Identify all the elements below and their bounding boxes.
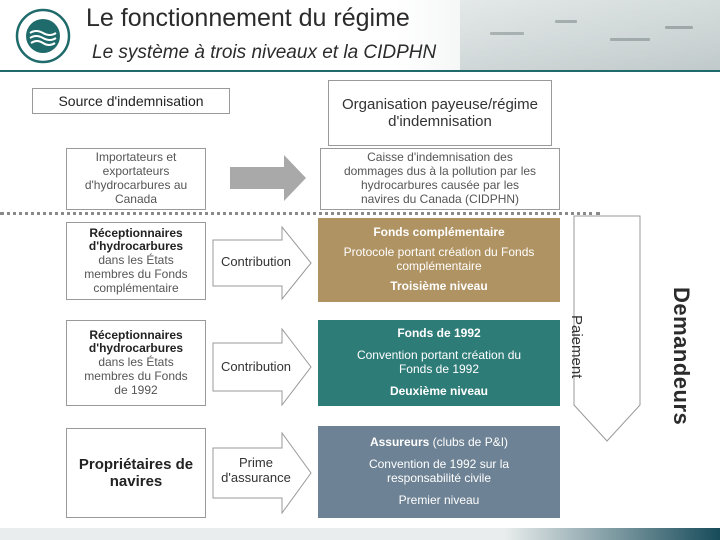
arrow-down-icon — [573, 215, 641, 442]
insurers-box: Assureurs (clubs de P&I) Convention de 1… — [318, 426, 560, 518]
fund-line: Convention de 1992 sur la — [368, 457, 510, 472]
arrow-right-icon — [212, 226, 312, 300]
organisation-label: Organisation payeuse/régime d'indemnisat… — [328, 80, 552, 146]
premium-line: Prime — [239, 455, 273, 470]
page-subtitle: Le système à trois niveaux et la CIDPHN — [92, 42, 437, 63]
dotted-separator — [0, 212, 600, 215]
source-label: Source d'indemnisation — [32, 88, 230, 114]
importers-box: Importateurs et exportateurs d'hydrocarb… — [66, 148, 206, 210]
arrow-right-icon — [212, 328, 312, 406]
box-line-bold: Propriétaires de — [78, 455, 194, 473]
cidphn-box: Caisse d'indemnisation des dommages dus … — [320, 148, 560, 210]
receivers-1992-box: Réceptionnaires d'hydrocarbures dans les… — [66, 320, 206, 406]
box-line: membres du Fonds — [84, 266, 188, 281]
fund-line: Convention portant création du — [356, 348, 522, 363]
fund-line: complémentaire — [396, 259, 482, 273]
box-line-bold: Réceptionnaires — [89, 225, 183, 240]
box-line: d'hydrocarbures au — [84, 178, 188, 192]
footer-bar — [0, 528, 720, 540]
box-line-bold: d'hydrocarbures — [88, 239, 184, 254]
ship-silhouette — [665, 26, 693, 29]
box-line-bold: navires — [109, 473, 163, 490]
tier-level: Deuxième niveau — [389, 383, 489, 398]
box-line: dommages dus à la pollution par les — [343, 164, 537, 179]
contribution-label: Contribution — [220, 359, 292, 374]
premium-label: Prime d'assurance — [214, 455, 298, 486]
fund-title: Fonds complémentaire — [373, 225, 505, 240]
fund-line: responsabilité civile — [386, 471, 492, 485]
payment-label: Paiement — [568, 315, 585, 379]
tier-level: Premier niveau — [398, 492, 480, 507]
fund-1992-box: Fonds de 1992 Convention portant créatio… — [318, 320, 560, 406]
tier-level: Troisième niveau — [390, 278, 488, 293]
box-line: Importateurs et — [95, 150, 177, 165]
arrow-right-icon — [212, 432, 312, 514]
arrow-right-icon — [230, 155, 306, 201]
fund-line: Protocole portant création du Fonds — [343, 245, 535, 260]
box-line: Canada — [114, 191, 158, 206]
box-line: membres du Fonds — [84, 368, 188, 383]
box-line: navires du Canada (CIDPHN) — [360, 191, 520, 206]
box-line: dans les États — [98, 253, 174, 268]
header-band: Le fonctionnement du régime Le système à… — [0, 0, 720, 70]
ship-silhouette — [490, 32, 524, 35]
box-line: exportateurs — [102, 164, 170, 179]
ship-silhouette — [610, 38, 650, 41]
box-line: hydrocarbures causée par les — [360, 178, 520, 192]
header-rule — [0, 70, 720, 72]
box-line: complémentaire — [93, 280, 179, 295]
box-line: de 1992 — [114, 382, 158, 397]
header-photo-harbour — [460, 0, 720, 70]
fund-title: Fonds de 1992 — [397, 326, 481, 341]
fund-line: Fonds de 1992 — [398, 362, 480, 376]
box-line-bold: d'hydrocarbures — [88, 341, 184, 356]
claimants-label: Demandeurs — [669, 287, 694, 426]
supplementary-fund-box: Fonds complémentaire Protocole portant c… — [318, 218, 560, 302]
shipowners-box: Propriétaires de navires — [66, 428, 206, 518]
premium-line: d'assurance — [221, 469, 291, 485]
box-line-bold: Réceptionnaires — [89, 327, 183, 342]
fund-title-suffix: (clubs de P&I) — [429, 435, 509, 450]
ship-silhouette — [555, 20, 577, 23]
contribution-label: Contribution — [220, 254, 292, 269]
page-title: Le fonctionnement du régime — [86, 4, 410, 32]
box-line: dans les États — [98, 355, 174, 370]
emblem-logo-icon — [15, 8, 71, 64]
box-line: Caisse d'indemnisation des — [367, 150, 513, 165]
fund-title: Assureurs — [369, 435, 430, 450]
receivers-supplementary-box: Réceptionnaires d'hydrocarbures dans les… — [66, 222, 206, 300]
